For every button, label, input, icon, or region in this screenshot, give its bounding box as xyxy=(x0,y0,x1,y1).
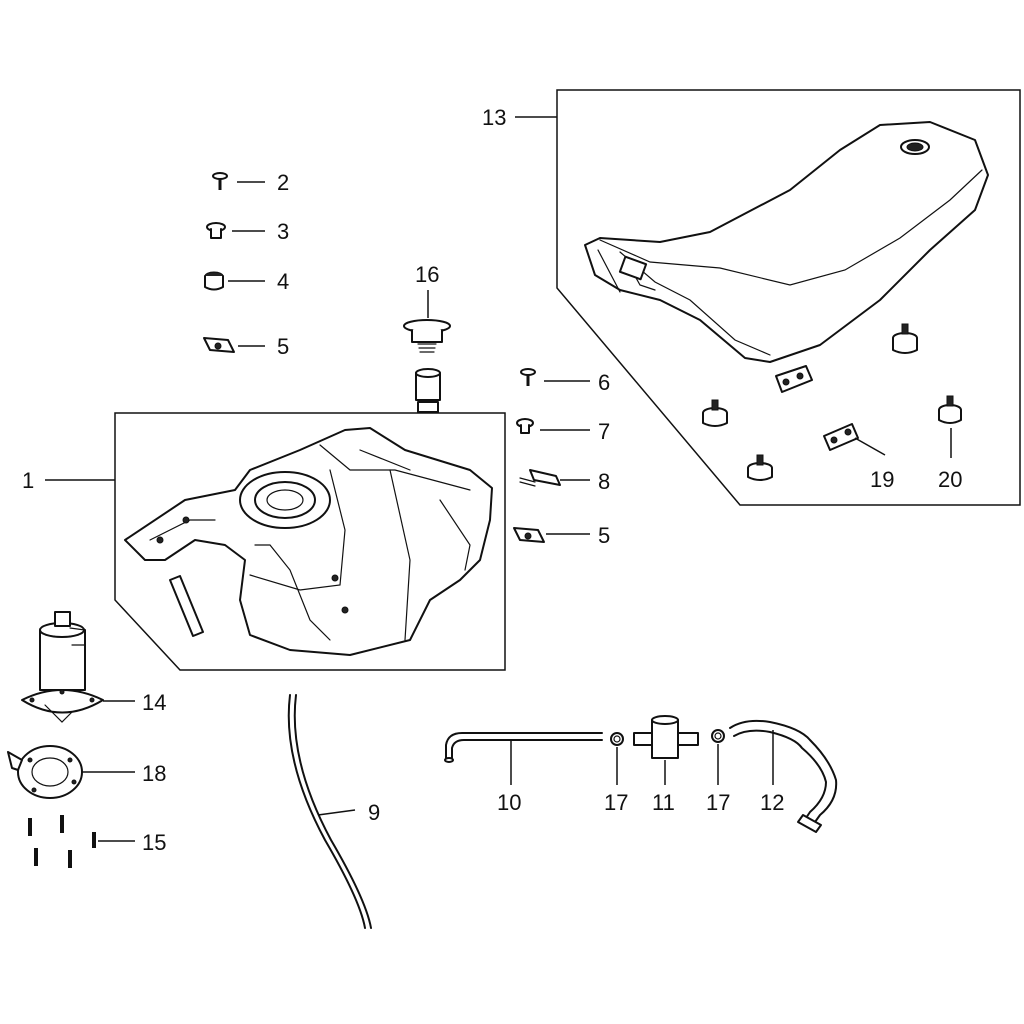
callout-7: 7 xyxy=(598,419,610,444)
callout-4: 4 xyxy=(277,269,289,294)
callout-1: 1 xyxy=(22,468,34,493)
clip-nut-5-icon xyxy=(203,337,235,353)
bolts-15-icon xyxy=(28,815,96,868)
clip-nut-5b-icon xyxy=(513,527,545,543)
seat-damper-a-icon xyxy=(892,323,918,354)
callout-6: 6 xyxy=(598,370,610,395)
seat-bumper-20-icon xyxy=(938,395,962,424)
callout-8: 8 xyxy=(598,469,610,494)
seat-bracket-19-icon xyxy=(823,423,859,451)
callout-19: 19 xyxy=(870,467,894,492)
clamp-17b-icon xyxy=(711,729,725,743)
callout-5-top: 5 xyxy=(277,334,289,359)
fuel-hose-10-icon xyxy=(444,732,603,763)
callout-13: 13 xyxy=(482,105,506,130)
callout-12: 12 xyxy=(760,790,784,815)
callout-18: 18 xyxy=(142,761,166,786)
tube-piece-icon xyxy=(169,575,204,637)
callout-17-left: 17 xyxy=(604,790,628,815)
callout-3: 3 xyxy=(277,219,289,244)
callout-9: 9 xyxy=(368,800,380,825)
seat-damper-c-icon xyxy=(747,454,773,481)
screw-2-icon xyxy=(212,172,228,190)
callout-16: 16 xyxy=(415,262,439,287)
seat-frame xyxy=(556,89,1021,506)
seat-icon xyxy=(584,121,989,363)
fuel-pump-icon xyxy=(21,611,104,723)
washer-3-icon xyxy=(206,222,226,239)
callout-2: 2 xyxy=(277,170,289,195)
callout-17-right: 17 xyxy=(706,790,730,815)
screw-6-icon xyxy=(520,368,536,386)
fuel-tank-group: 1 xyxy=(22,412,506,671)
callout-10: 10 xyxy=(497,790,521,815)
hose-9-icon xyxy=(287,694,372,929)
fuel-tank-frame xyxy=(114,412,506,671)
fuel-cap-icon xyxy=(403,319,451,413)
fuel-filter-icon xyxy=(633,715,699,759)
callout-15: 15 xyxy=(142,830,166,855)
gasket-plate-icon xyxy=(7,745,83,799)
seat-mount-icon xyxy=(775,365,813,393)
clip-8-icon xyxy=(519,469,561,487)
fuel-tank-icon xyxy=(124,427,493,656)
callout-14: 14 xyxy=(142,690,166,715)
grommet-4-icon xyxy=(204,271,224,291)
washer-7-icon xyxy=(516,418,534,434)
seat-group: 13 xyxy=(482,89,1021,506)
callout-20: 20 xyxy=(938,467,962,492)
callout-11: 11 xyxy=(652,790,675,815)
clamp-17a-icon xyxy=(610,732,624,746)
callout-5-right: 5 xyxy=(598,523,610,548)
seat-damper-b-icon xyxy=(702,399,728,427)
fuel-hose-12-icon xyxy=(729,719,838,833)
